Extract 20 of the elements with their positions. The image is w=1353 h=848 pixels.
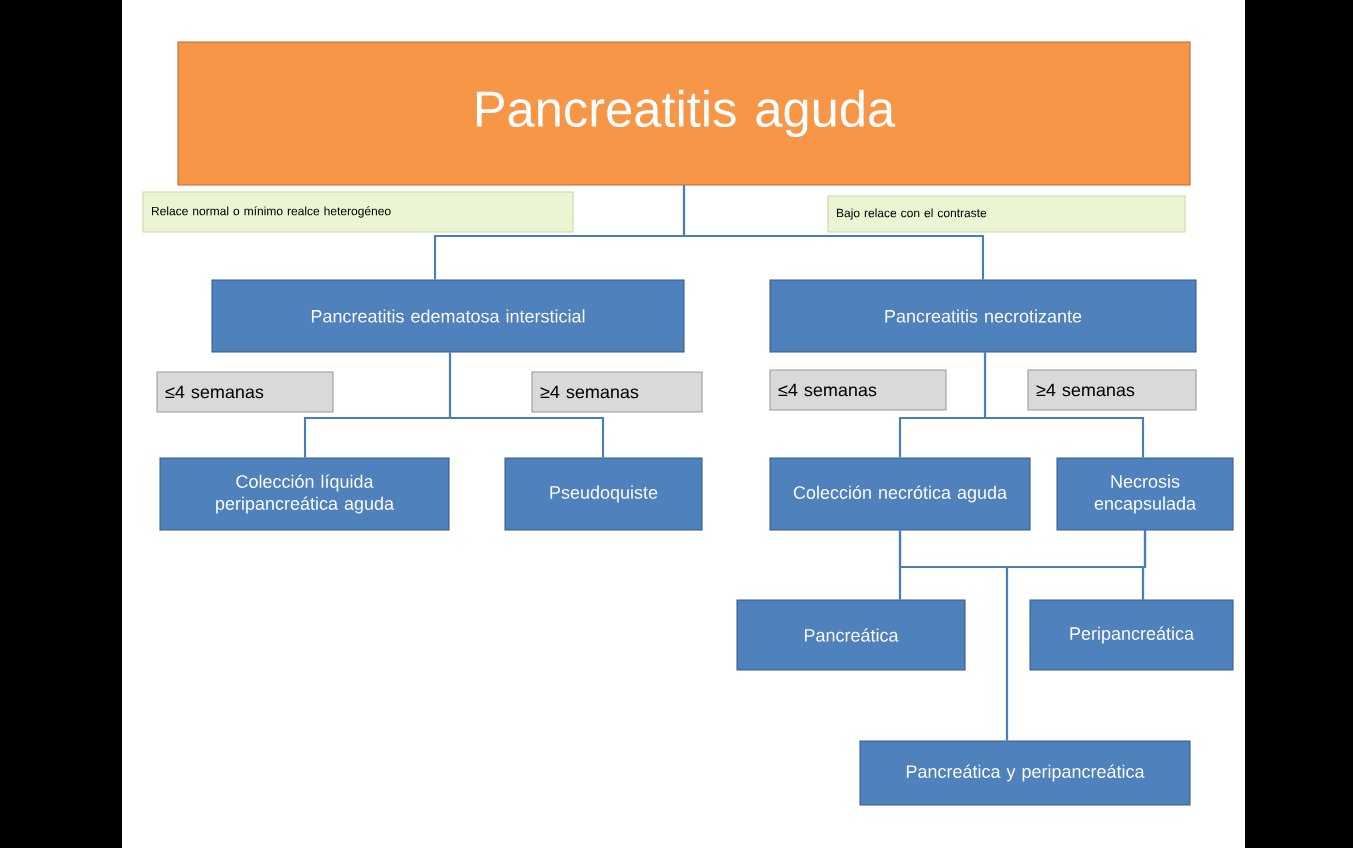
connector-line bbox=[448, 352, 605, 458]
time-box: ≤4 semanas bbox=[156, 371, 334, 413]
time-box: ≥4 semanas bbox=[1027, 369, 1197, 411]
process-box: Pancreática bbox=[736, 599, 966, 671]
criterion-box: Bajo relace con el contraste bbox=[827, 195, 1186, 233]
process-box: Necrosis encapsulada bbox=[1056, 457, 1234, 531]
process-box: Pancreática y peripancreática bbox=[859, 740, 1191, 806]
process-box: Pseudoquiste bbox=[504, 457, 703, 531]
criterion-box: Relace normal o mínimo realce heterogéneo bbox=[142, 191, 574, 233]
process-box: Colección líquida peripancreática aguda bbox=[159, 457, 450, 531]
time-box: ≤4 semanas bbox=[769, 369, 947, 411]
time-box: ≥4 semanas bbox=[531, 371, 703, 413]
process-box: Pancreatitis edematosa intersticial bbox=[211, 279, 685, 353]
connector-line bbox=[1005, 530, 1147, 741]
title-box: Pancreatitis aguda bbox=[177, 41, 1191, 186]
process-box: Colección necrótica aguda bbox=[769, 457, 1031, 531]
process-box: Pancreatitis necrotizante bbox=[769, 279, 1197, 353]
connector-line bbox=[682, 185, 985, 280]
connector-line bbox=[983, 352, 1145, 458]
process-box: Peripancreática bbox=[1029, 599, 1234, 671]
